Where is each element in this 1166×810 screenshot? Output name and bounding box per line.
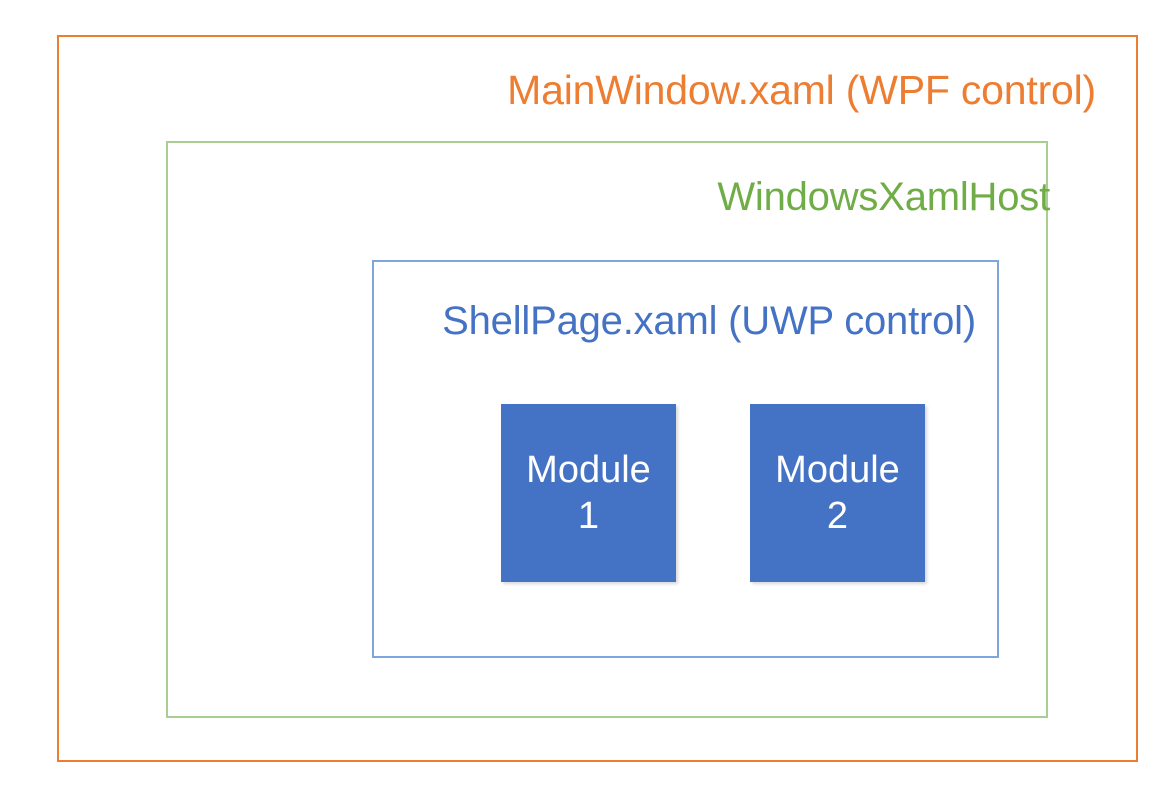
- wpf-window-layer-box: [57, 35, 1138, 762]
- module-tile-2-number: 2: [826, 495, 849, 537]
- windows-xaml-host-layer-label: WindowsXamlHost: [717, 175, 1050, 219]
- module-tile-2-name: Module: [775, 449, 900, 491]
- wpf-window-layer-label: MainWindow.xaml (WPF control): [507, 67, 1096, 113]
- module-tile-2: Module 2: [750, 404, 925, 582]
- uwp-shellpage-layer-box: [372, 260, 999, 658]
- module-tile-1: Module 1: [501, 404, 676, 582]
- module-tile-1-number: 1: [577, 495, 600, 537]
- windows-xaml-host-layer-box: [166, 141, 1048, 718]
- module-tile-1-name: Module: [526, 449, 651, 491]
- uwp-shellpage-layer-label: ShellPage.xaml (UWP control): [442, 299, 976, 343]
